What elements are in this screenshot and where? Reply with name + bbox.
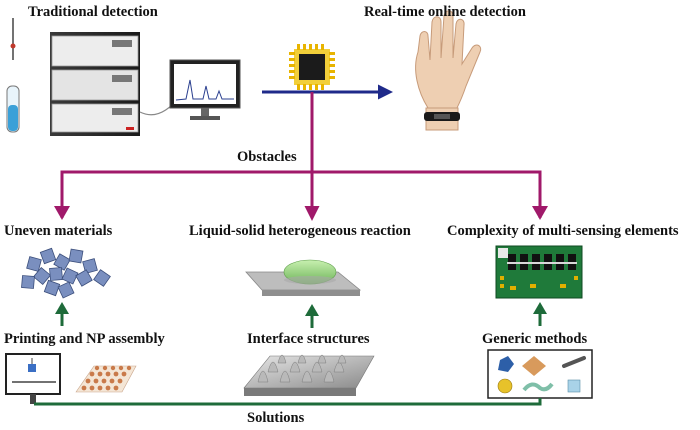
test-tube-icon <box>6 18 20 133</box>
printer-setup-icon <box>5 353 61 404</box>
wearable-hand-icon <box>415 10 482 131</box>
nanomaterial-shapes-icon <box>487 349 593 399</box>
pillar-array-icon <box>243 354 375 396</box>
chromatography-instrument-icon <box>50 32 140 136</box>
liquid-solid-reaction-label: Liquid-solid heterogeneous reaction <box>189 223 411 239</box>
realtime-detection-label: Real-time online detection <box>364 4 526 20</box>
generic-methods-label: Generic methods <box>482 331 588 347</box>
droplet-on-substrate-icon <box>245 259 362 296</box>
traditional-detection-label: Traditional detection <box>28 4 158 20</box>
obstacle-arrows <box>60 92 542 221</box>
spectrum-monitor-icon <box>169 59 241 120</box>
uneven-materials-label: Uneven materials <box>4 223 113 239</box>
sensor-chip-icon <box>289 44 335 90</box>
circuit-board-icon <box>495 245 583 299</box>
solution-arrows <box>55 302 547 328</box>
interface-structures-label: Interface structures <box>247 331 370 347</box>
printing-np-assembly-label: Printing and NP assembly <box>4 331 165 347</box>
solutions-connector <box>34 398 542 406</box>
obstacles-label: Obstacles <box>237 149 297 165</box>
multi-sensing-complexity-label: Complexity of multi-sensing elements <box>447 223 679 239</box>
solutions-label: Solutions <box>247 410 305 426</box>
obstacle-arrowheads <box>54 206 548 220</box>
nanoparticle-array-icon <box>75 365 137 393</box>
nanocube-cluster-icon <box>21 247 111 299</box>
